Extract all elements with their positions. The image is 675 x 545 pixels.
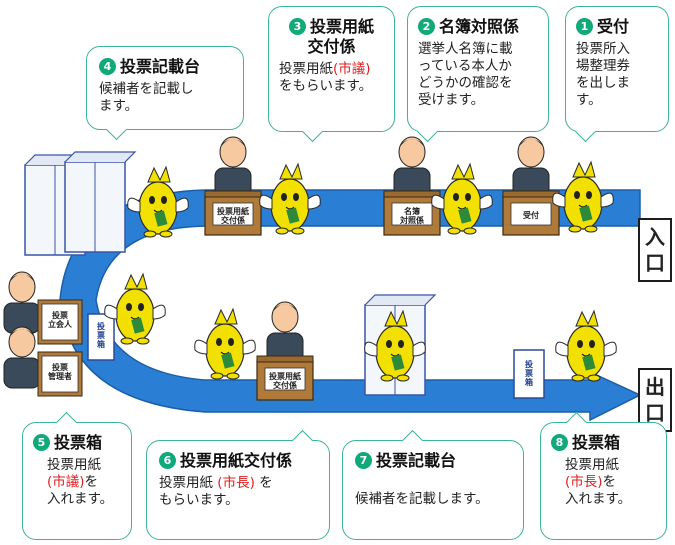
desk-sign-kanri: 投票管理者 (48, 363, 72, 381)
step-5-title: 投票箱 (54, 433, 103, 452)
step-number-7: 7 (355, 452, 372, 469)
step-1-title: 受付 (597, 17, 630, 36)
desk-sign-kofu-bottom: 投票用紙交付係 (269, 372, 301, 390)
entrance-label: 入口 (638, 218, 672, 282)
desk-sign-meibo: 名簿対照係 (400, 207, 424, 225)
step-number-1: 1 (576, 18, 593, 35)
exit-label: 出口 (638, 368, 672, 432)
step-4-title: 投票記載台 (120, 57, 201, 76)
step-number-2: 2 (418, 18, 435, 35)
ballot-box-left-label: 投票箱 (97, 322, 105, 349)
step-3-title-line2: 交付係 (307, 37, 356, 56)
step-number-3: 3 (288, 18, 306, 35)
step-number-5: 5 (33, 434, 50, 451)
desk-sign-tachiai: 投票立会人 (48, 311, 72, 329)
step-7-title: 投票記載台 (376, 451, 457, 470)
step-2-title: 名簿対照係 (439, 17, 520, 36)
step-number-8: 8 (551, 434, 568, 451)
step-number-4: 4 (99, 58, 116, 75)
step-6-title: 投票用紙交付係 (180, 451, 293, 470)
desk-sign-uketsuke: 受付 (523, 211, 539, 220)
step-3-title-line1: 投票用紙 (309, 17, 374, 36)
step-8-title: 投票箱 (572, 433, 621, 452)
desk-sign-kofu-top: 投票用紙交付係 (217, 207, 249, 225)
ballot-box-right-label: 投票箱 (525, 360, 533, 387)
step-number-6: 6 (159, 452, 176, 469)
